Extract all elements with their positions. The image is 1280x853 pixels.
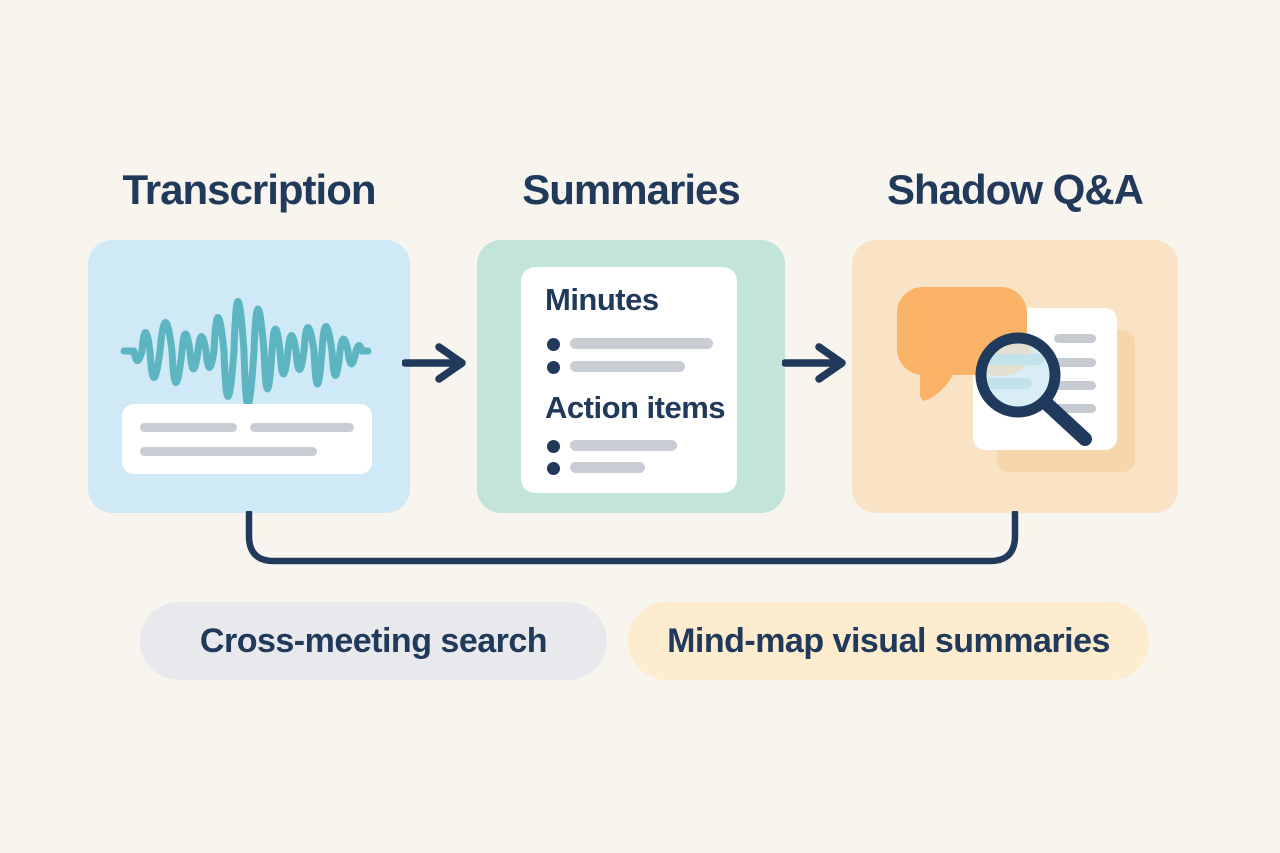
step-title-transcription: Transcription xyxy=(122,166,376,213)
summary-section-heading: Action items xyxy=(545,390,726,425)
feature-pill-label: Cross-meeting search xyxy=(199,621,548,660)
arrow-right-icon xyxy=(402,343,466,383)
text-line-bar xyxy=(140,423,237,432)
feature-pill-mind-map-summaries: Mind-map visual summaries xyxy=(628,602,1149,680)
magnifier-handle xyxy=(1039,396,1092,446)
bullet-text-bar xyxy=(570,440,677,451)
bullet-dot xyxy=(547,440,560,453)
shadow-qa-card xyxy=(852,240,1178,513)
bullet-dot xyxy=(547,462,560,475)
chat-search-illustration xyxy=(897,287,1135,472)
summary-sheet: Minutes Action items xyxy=(521,267,737,493)
summary-section-heading: Minutes xyxy=(545,282,659,317)
bullet-dot xyxy=(547,361,560,374)
bullet-text-bar xyxy=(570,338,713,349)
magnifier-icon xyxy=(975,332,1092,446)
feature-pill-label: Mind-map visual summaries xyxy=(667,621,1110,660)
transcription-card xyxy=(88,240,410,513)
feature-pill-cross-meeting-search: Cross-meeting search xyxy=(140,602,607,680)
audio-waveform-icon xyxy=(120,298,372,408)
document-text-lines xyxy=(1054,334,1096,413)
bullet-text-bar xyxy=(570,462,645,473)
step-title-summaries: Summaries xyxy=(522,166,740,213)
text-line-bar xyxy=(250,423,354,432)
bullet-dot xyxy=(547,338,560,351)
connector-bracket xyxy=(245,511,1019,565)
text-line-bar xyxy=(140,447,317,456)
bullet-text-bar xyxy=(570,361,685,372)
step-title-shadow-qa: Shadow Q&A xyxy=(886,166,1144,213)
arrow-right-icon xyxy=(782,343,846,383)
summaries-card: Minutes Action items xyxy=(477,240,785,513)
transcript-text-box xyxy=(122,404,372,474)
